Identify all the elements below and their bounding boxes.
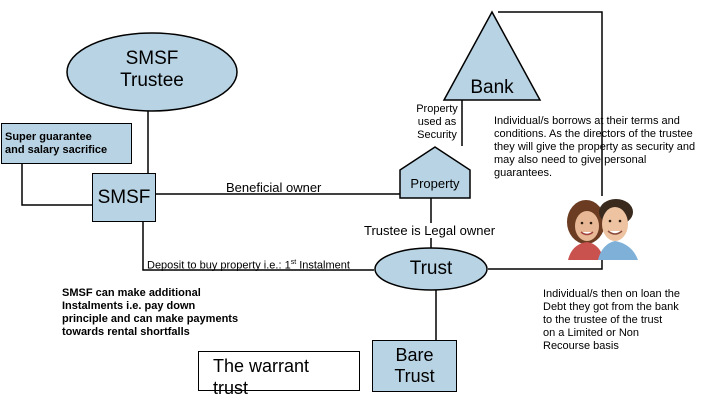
property-security-line3: Security [417,129,457,141]
property-node-label: Property [410,176,460,191]
deposit-label: Deposit to buy property i.e.: 1st Instal… [147,256,350,273]
individuals-photo [567,199,638,260]
bank-node-label: Bank [470,77,514,98]
trust-ellipse [374,247,488,291]
super-guarantee-box: Super guarantee and salary sacrifice [1,123,132,164]
smsf-trustee-ellipse [66,32,238,112]
individuals-note-line: to the trustee of the trust [543,314,663,326]
deposit-label-suffix: Instalment [296,259,350,272]
bank-note-line: Individual/s borrows at their terms and [494,115,680,127]
bank-note: Individual/s borrows at their terms and … [494,115,700,180]
trust-node-label: Trust [409,258,453,279]
super-guarantee-line1: Super guarantee [5,131,92,143]
trustee-legal-owner-label: Trustee is Legal owner [364,223,496,238]
smsf-note: SMSF can make additional Instalments i.e… [62,287,262,339]
edge-super-smsf [21,164,92,206]
smsf-note-line: principle and can make payments [62,313,239,325]
individuals-note-line: Debt they got from the bank [543,301,679,313]
bank-note-line: may also need to give personal [494,154,647,166]
deposit-label-text: Deposit to buy property i.e.: 1 [147,259,291,272]
smsf-box-label: SMSF [97,186,151,208]
edge-trust-individuals [488,260,603,270]
smsf-box: SMSF [92,173,156,222]
bank-triangle [442,10,542,101]
individuals-note: Individual/s then on loan the Debt they … [543,288,699,353]
individuals-note-line: Individual/s then on loan the [543,288,680,300]
edge-bank-individuals [498,11,603,196]
smsf-trustee-node: SMSF Trustee [92,48,212,92]
smsf-trustee-line1: SMSF [125,48,179,69]
smsf-note-line: SMSF can make additional [62,287,201,299]
property-security-label: Property used as Security [412,103,462,142]
property-security-line1: Property [416,103,458,115]
warrant-trust-line2: trust [213,378,249,398]
individuals-note-line: Recourse basis [543,340,619,352]
smsf-note-line: towards rental shortfalls [62,326,190,338]
bank-note-line: conditions. As the directors of the trus… [494,128,693,140]
bank-note-line: they will give the property as security … [494,141,696,153]
deposit-label-sup: st [290,259,297,266]
bare-trust-line2: Trust [394,366,435,386]
smsf-trustee-line2: Trustee [120,70,184,91]
bare-trust-box: Bare Trust [372,340,457,392]
property-house [399,146,471,199]
bare-trust-line1: Bare [395,345,434,365]
individuals-note-line: on a Limited or Non [543,327,639,339]
bank-note-line: guarantees. [494,167,553,179]
edge-deposit [142,222,374,271]
beneficial-owner-label: Beneficial owner [226,180,322,195]
warrant-trust-box: The warrant trust [198,351,360,398]
smsf-note-line: Instalments i.e. pay down [62,300,196,312]
super-guarantee-line2: and salary sacrifice [5,144,108,156]
warrant-trust-line1: The warrant [213,356,310,376]
property-security-line2: used as [417,116,457,128]
